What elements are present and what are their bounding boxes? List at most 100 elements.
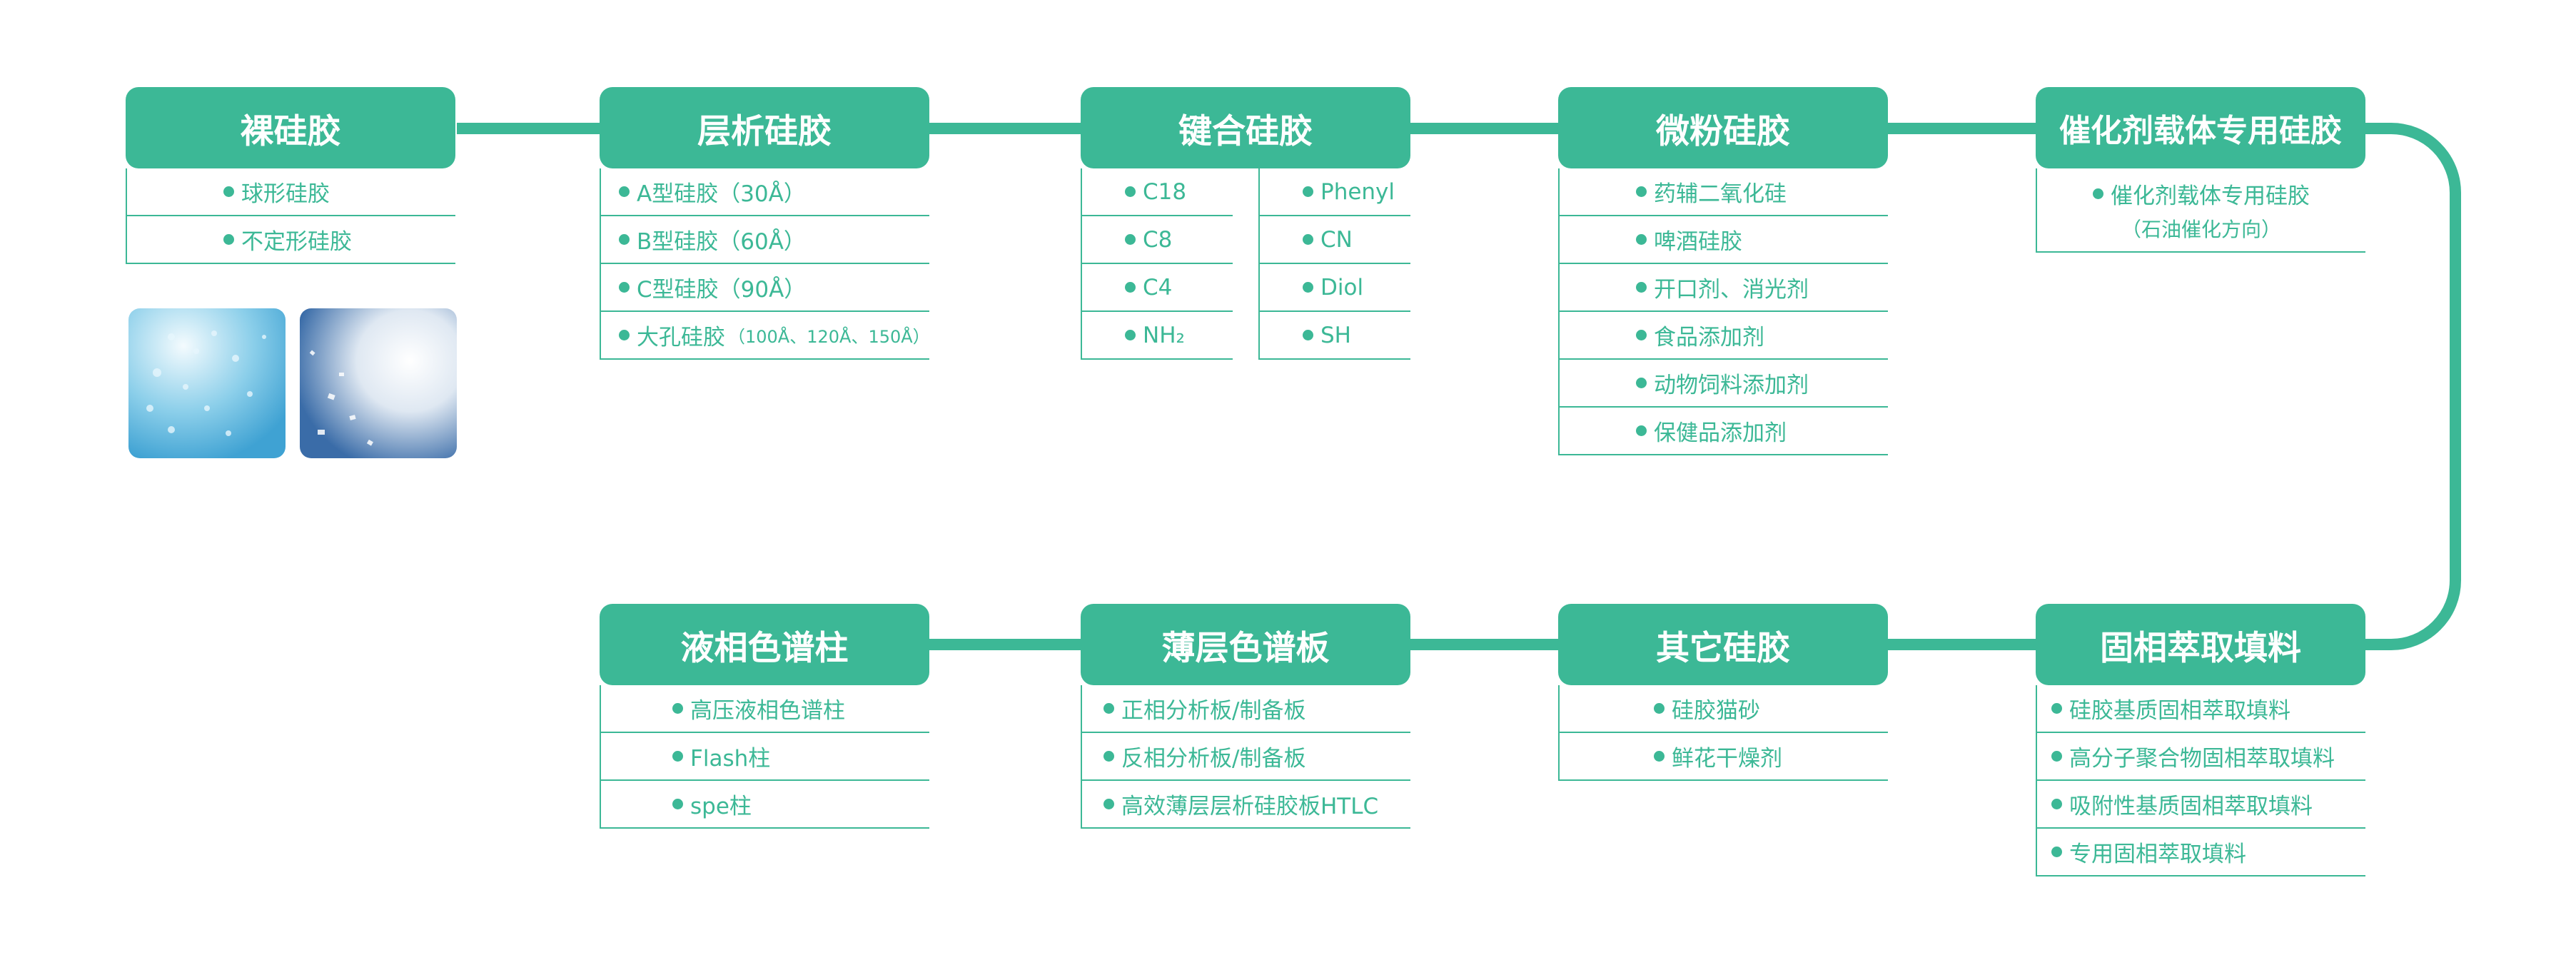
item-label: 不定形硅胶 bbox=[241, 229, 352, 255]
list-item: 硅胶猫砂 bbox=[1560, 685, 1888, 733]
list-item: 吸附性基质固相萃取填料 bbox=[2037, 781, 2365, 829]
item-label: CN bbox=[1320, 226, 1353, 253]
item-label: 高压液相色谱柱 bbox=[690, 698, 845, 724]
list-item: C18 bbox=[1082, 168, 1233, 216]
list-item: 大孔硅胶 （100Å、120Å、150Å） bbox=[601, 312, 930, 360]
left-column: C18 C8 C4 NH₂ bbox=[1081, 168, 1233, 360]
bullet-icon bbox=[1303, 330, 1313, 340]
item-label: 啤酒硅胶 bbox=[1654, 229, 1742, 255]
bullet-icon bbox=[1103, 703, 1114, 714]
list-item: 高压液相色谱柱 bbox=[601, 685, 929, 733]
list-item: C型硅胶（90Å） bbox=[601, 264, 929, 312]
bullet-icon bbox=[1103, 751, 1114, 762]
item-main-line: 催化剂载体专用硅胶 bbox=[2093, 178, 2310, 210]
bullet-icon bbox=[672, 751, 683, 762]
list-item: CN bbox=[1260, 216, 1410, 264]
list-item: 保健品添加剂 bbox=[1560, 408, 1888, 455]
list-item: C4 bbox=[1082, 264, 1233, 312]
item-label: 保健品添加剂 bbox=[1654, 420, 1787, 446]
bullet-icon bbox=[619, 282, 630, 293]
card-title: 液相色谱柱 bbox=[600, 604, 929, 685]
item-label: 反相分析板/制备板 bbox=[1121, 746, 1306, 772]
item-sublabel: （石油催化方向） bbox=[2121, 217, 2281, 241]
item-label: 硅胶基质固相萃取填料 bbox=[2069, 698, 2290, 724]
card-title: 其它硅胶 bbox=[1558, 604, 1888, 685]
item-label: 正相分析板/制备板 bbox=[1121, 698, 1306, 724]
list-item: 鲜花干燥剂 bbox=[1560, 733, 1888, 781]
item-label: 大孔硅胶 bbox=[637, 325, 725, 350]
list-item: C8 bbox=[1082, 216, 1233, 264]
card-title: 催化剂载体专用硅胶 bbox=[2036, 87, 2365, 168]
item-label: 开口剂、消光剂 bbox=[1654, 277, 1809, 303]
item-list: 正相分析板/制备板 反相分析板/制备板 高效薄层层析硅胶板HTLC bbox=[1081, 685, 1410, 829]
item-label: 催化剂载体专用硅胶 bbox=[2111, 183, 2310, 209]
item-list: 硅胶基质固相萃取填料 高分子聚合物固相萃取填料 吸附性基质固相萃取填料 专用固相… bbox=[2036, 685, 2365, 876]
list-item: NH₂ bbox=[1082, 312, 1233, 360]
card-other-silica: 其它硅胶 硅胶猫砂 鲜花干燥剂 bbox=[1558, 604, 1888, 781]
card-bonded-silica: 键合硅胶 C18 C8 C4 NH₂ Phenyl CN Diol SH bbox=[1081, 87, 1410, 360]
bullet-icon bbox=[1125, 330, 1136, 340]
item-label: A型硅胶（30Å） bbox=[637, 181, 806, 207]
item-label: Phenyl bbox=[1320, 178, 1395, 205]
item-label: B型硅胶（60Å） bbox=[637, 229, 806, 255]
item-label: C型硅胶（90Å） bbox=[637, 277, 807, 303]
list-item: 开口剂、消光剂 bbox=[1560, 264, 1888, 312]
bullet-icon bbox=[1636, 186, 1647, 197]
bullet-icon bbox=[619, 234, 630, 245]
item-list: 高压液相色谱柱 Flash柱 spe柱 bbox=[600, 685, 929, 829]
card-title: 微粉硅胶 bbox=[1558, 87, 1888, 168]
list-item: SH bbox=[1260, 312, 1410, 360]
list-item: Flash柱 bbox=[601, 733, 929, 781]
bullet-icon bbox=[619, 330, 630, 340]
list-item: A型硅胶（30Å） bbox=[601, 168, 929, 216]
bullet-icon bbox=[1303, 282, 1313, 293]
bullet-icon bbox=[1636, 234, 1647, 245]
bullet-icon bbox=[2051, 847, 2062, 857]
list-item: 食品添加剂 bbox=[1560, 312, 1888, 360]
card-catalyst-carrier-silica: 催化剂载体专用硅胶 催化剂载体专用硅胶 （石油催化方向） bbox=[2036, 87, 2365, 253]
item-label: 动物饲料添加剂 bbox=[1654, 373, 1809, 398]
bullet-icon bbox=[1125, 282, 1136, 293]
card-title: 固相萃取填料 bbox=[2036, 604, 2365, 685]
card-chromatography-silica: 层析硅胶 A型硅胶（30Å） B型硅胶（60Å） C型硅胶（90Å） 大孔硅胶 … bbox=[600, 87, 930, 360]
bullet-icon bbox=[1103, 799, 1114, 809]
item-list: 催化剂载体专用硅胶 （石油催化方向） bbox=[2036, 168, 2365, 253]
card-tlc-plate: 薄层色谱板 正相分析板/制备板 反相分析板/制备板 高效薄层层析硅胶板HTLC bbox=[1081, 604, 1410, 829]
item-label: C4 bbox=[1143, 274, 1173, 300]
item-label: SH bbox=[1320, 322, 1351, 348]
item-label: spe柱 bbox=[690, 794, 752, 819]
item-list: 球形硅胶 不定形硅胶 bbox=[126, 168, 455, 264]
card-title: 薄层色谱板 bbox=[1081, 604, 1410, 685]
item-label: 食品添加剂 bbox=[1654, 325, 1764, 350]
bullet-icon bbox=[223, 186, 234, 197]
bullet-icon bbox=[1636, 378, 1647, 388]
item-list: C18 C8 C4 NH₂ Phenyl CN Diol SH bbox=[1081, 168, 1410, 360]
item-label: 高效薄层层析硅胶板HTLC bbox=[1121, 794, 1379, 819]
list-item: Phenyl bbox=[1260, 168, 1410, 216]
card-spe-packing: 固相萃取填料 硅胶基质固相萃取填料 高分子聚合物固相萃取填料 吸附性基质固相萃取… bbox=[2036, 604, 2365, 876]
bullet-icon bbox=[1636, 282, 1647, 293]
bullet-icon bbox=[1303, 186, 1313, 197]
irregular-silica-photo bbox=[300, 308, 457, 458]
list-item: 反相分析板/制备板 bbox=[1082, 733, 1410, 781]
list-item: 硅胶基质固相萃取填料 bbox=[2037, 685, 2365, 733]
item-sublabel: （100Å、120Å、150Å） bbox=[728, 327, 930, 347]
list-item: 药辅二氧化硅 bbox=[1560, 168, 1888, 216]
bullet-icon bbox=[2051, 799, 2062, 809]
bullet-icon bbox=[1636, 425, 1647, 436]
list-item: 动物饲料添加剂 bbox=[1560, 360, 1888, 408]
list-item: 球形硅胶 bbox=[127, 168, 455, 216]
bullet-icon bbox=[2051, 751, 2062, 762]
card-bare-silica: 裸硅胶 球形硅胶 不定形硅胶 bbox=[126, 87, 455, 264]
right-column: Phenyl CN Diol SH bbox=[1258, 168, 1410, 360]
card-title: 键合硅胶 bbox=[1081, 87, 1410, 168]
connector-catalyst-spe bbox=[2363, 123, 2461, 650]
item-label: C8 bbox=[1143, 226, 1173, 253]
item-list: A型硅胶（30Å） B型硅胶（60Å） C型硅胶（90Å） 大孔硅胶 （100Å… bbox=[600, 168, 930, 360]
card-micropowder-silica: 微粉硅胶 药辅二氧化硅 啤酒硅胶 开口剂、消光剂 食品添加剂 动物饲料添加剂 保… bbox=[1558, 87, 1888, 455]
item-label: C18 bbox=[1143, 178, 1187, 205]
list-item: 专用固相萃取填料 bbox=[2037, 829, 2365, 876]
bullet-icon bbox=[672, 703, 683, 714]
bullet-icon bbox=[223, 234, 234, 245]
bullet-icon bbox=[2051, 703, 2062, 714]
